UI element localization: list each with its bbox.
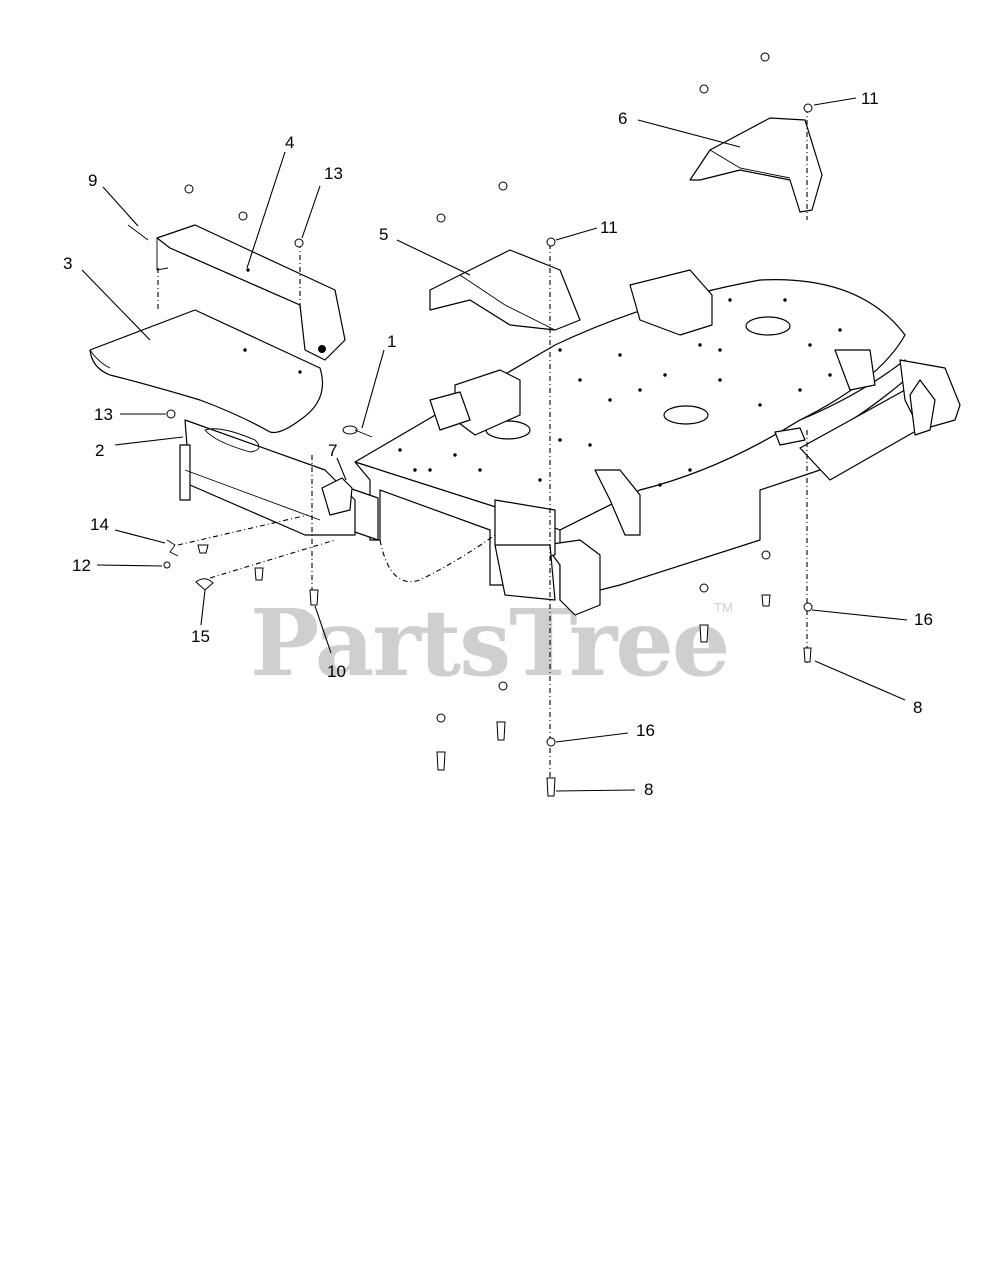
hardware — [127, 52, 813, 797]
callout-15: 15 — [191, 627, 210, 646]
leader-lines — [81, 97, 908, 792]
small-clip — [774, 427, 806, 446]
callout-10: 10 — [327, 662, 346, 681]
callout-8b: 8 — [644, 780, 653, 799]
hanger-bracket-2 — [629, 269, 713, 336]
callout-labels: 1 2 3 4 5 6 7 8 8 9 10 11 11 12 13 13 14… — [63, 89, 933, 799]
baffle-6 — [689, 117, 823, 213]
callout-4: 4 — [285, 133, 294, 152]
callout-5: 5 — [379, 225, 388, 244]
callout-13a: 13 — [324, 164, 343, 183]
spindle-opening-right — [745, 316, 791, 336]
watermark-text: PartsTree — [250, 589, 728, 697]
hanger-bracket-4 — [834, 349, 876, 391]
deck-assembly — [319, 269, 961, 616]
callout-6: 6 — [618, 109, 627, 128]
center-bracket-lower — [494, 544, 556, 601]
callout-12: 12 — [72, 556, 91, 575]
front-bracket — [544, 539, 601, 616]
pin-bracket-7 — [321, 477, 353, 516]
callout-1: 1 — [387, 332, 396, 351]
callout-9: 9 — [88, 171, 97, 190]
callout-11a: 11 — [861, 89, 879, 108]
watermark-tm: TM — [714, 600, 733, 615]
callout-7: 7 — [328, 441, 337, 460]
chute-plate-3 — [89, 309, 324, 434]
roller-post — [179, 444, 191, 501]
baffle-5 — [429, 249, 581, 331]
callout-8a: 8 — [913, 698, 922, 717]
callout-3: 3 — [63, 254, 72, 273]
hanger-bracket-1b — [429, 391, 471, 431]
callout-16a: 16 — [914, 610, 933, 629]
callout-14: 14 — [90, 515, 109, 534]
callout-2: 2 — [95, 441, 104, 460]
hanger-bracket-3 — [594, 469, 641, 536]
callout-13b: 13 — [94, 405, 113, 424]
deck-holes — [398, 298, 842, 487]
bracket-2 — [184, 419, 356, 536]
spindle-opening-center — [663, 405, 709, 425]
pin-1 — [342, 425, 358, 435]
callout-11b: 11 — [600, 218, 618, 237]
callout-16b: 16 — [636, 721, 655, 740]
right-bracket-2 — [909, 379, 936, 436]
